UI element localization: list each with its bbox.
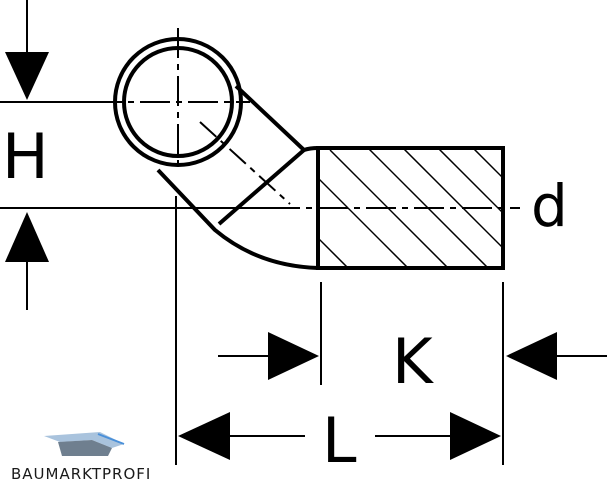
label-k: K	[392, 325, 434, 398]
l-arrow-left	[178, 412, 230, 460]
section-hatching	[318, 148, 503, 268]
k-dimension	[218, 332, 607, 380]
pipe-elbow	[156, 84, 505, 270]
k-arrow-right	[268, 332, 319, 380]
l-dimension	[178, 412, 501, 460]
elbow-joint	[303, 146, 319, 152]
h-arrow-down	[5, 52, 49, 100]
brand-logo: BAUMARKTPROFI	[11, 432, 151, 480]
k-arrow-left	[506, 332, 557, 380]
label-d: d	[531, 172, 568, 240]
elbow-outer-upper	[234, 84, 306, 152]
elbow-outer-lower	[156, 168, 319, 270]
extension-lines	[0, 101, 504, 465]
h-dimension	[5, 0, 49, 310]
elbow-seam	[217, 148, 306, 226]
label-h: H	[2, 120, 49, 193]
brand-name: BAUMARKTPROFI	[11, 465, 151, 480]
l-arrow-right	[450, 412, 501, 460]
h-arrow-up	[5, 212, 49, 262]
centerlines	[92, 28, 520, 209]
label-l: L	[322, 404, 357, 477]
